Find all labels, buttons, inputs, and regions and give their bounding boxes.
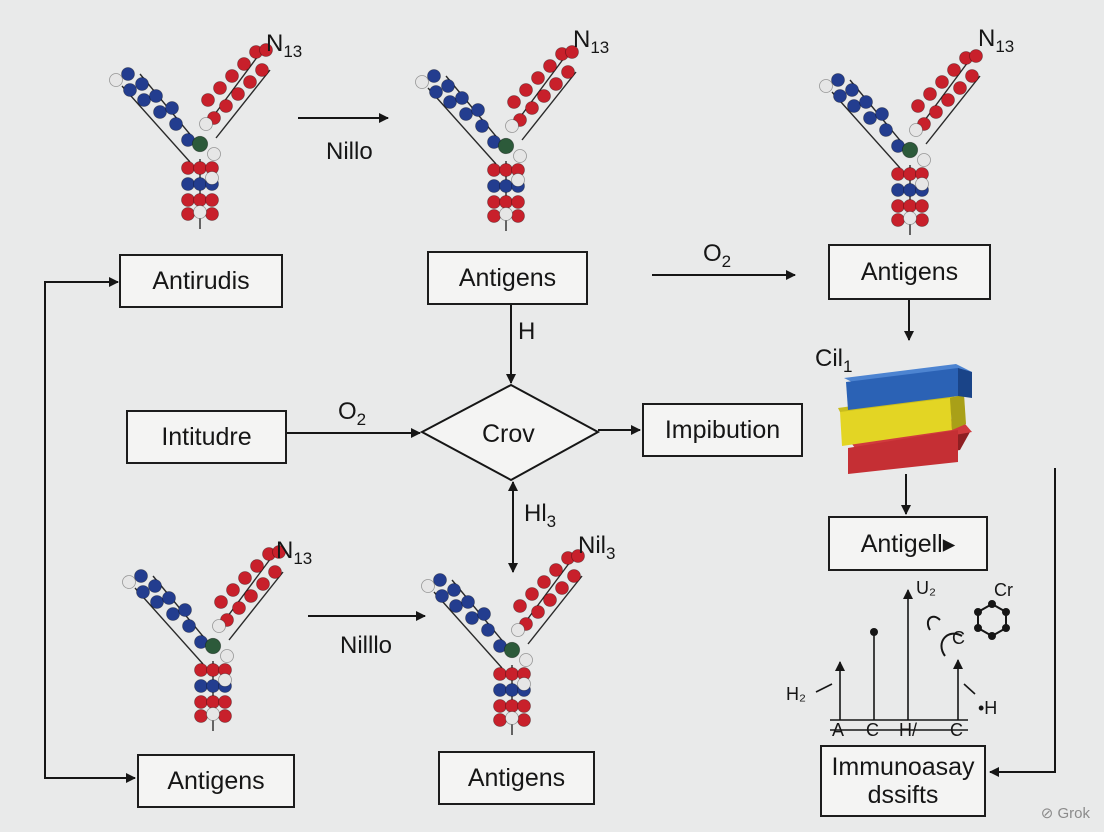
arrow-label-o2-left: O2 (338, 398, 367, 429)
arrow-label-nillo: Nillo (326, 138, 373, 165)
box-antirudis: Antirudis (119, 254, 283, 308)
antibody-molecule-bottom-left (122, 545, 286, 731)
arrow-label-hl3: Hl3 (524, 500, 557, 531)
arrow-left-loop-down (44, 520, 136, 783)
box-impibution: Impibution (642, 403, 803, 457)
blocks-label-cil1: Cil1 (815, 345, 853, 376)
arrow-left-loop-up (44, 277, 119, 520)
box-antigelle: Antigell▸ (828, 516, 988, 571)
immunoasay-line-2: dssifts (867, 781, 939, 809)
ring-molecule (926, 600, 1010, 657)
arrow-right-loop (989, 468, 1056, 777)
watermark: ⊘ Grok (1040, 805, 1090, 822)
arrow-label-o2-top: O2 (703, 240, 732, 271)
molecule-label-top-mid: N13 (573, 26, 610, 57)
molecule-label-bottom-left: N13 (276, 537, 313, 568)
spectrum-label-u2: U₂ (916, 578, 936, 598)
spectrum-plot (815, 589, 976, 731)
crov-diamond (419, 383, 601, 482)
box-immunoasay: Immunoasay dssifts (820, 745, 986, 817)
molecule-label-top-left: N13 (266, 30, 303, 61)
box-intitudre: Intitudre (126, 410, 287, 464)
antibody-molecule-top-left (109, 43, 273, 229)
molecule-label-top-right: N13 (978, 25, 1015, 56)
antibody-molecule-bottom-mid (421, 549, 585, 735)
spectrum-label-c-ring: C (952, 628, 965, 648)
spectrum-axis-letter-2: C (866, 720, 879, 740)
spectrum-point (870, 628, 878, 636)
box-antigens-bottom-mid: Antigens (438, 751, 595, 805)
spectrum-label-h-right: •H (978, 698, 998, 718)
antibody-molecule-top-mid (415, 45, 579, 231)
box-antigens-bottom-left: Antigens (137, 754, 295, 808)
spectrum-label-cr: Cr (994, 580, 1013, 600)
box-antigens-mid: Antigens (427, 251, 588, 305)
box-antigens-right: Antigens (828, 244, 991, 300)
molecule-label-bottom-mid: Nil3 (578, 532, 616, 563)
antibody-molecule-top-right (819, 49, 983, 235)
spectrum-label-h2: H₂ (786, 684, 806, 704)
stacked-layer-blocks (838, 364, 972, 474)
arrow-label-h: H (518, 318, 536, 345)
spectrum-axis-letter-1: A (832, 720, 845, 740)
immunoasay-line-1: Immunoasay (831, 753, 975, 781)
spectrum-axis-letter-4: C (950, 720, 963, 740)
arrow-label-nilllo: Nilllo (340, 632, 393, 659)
spectrum-axis-letter-3: H/ (899, 720, 917, 740)
crov-label: Crov (482, 420, 535, 448)
